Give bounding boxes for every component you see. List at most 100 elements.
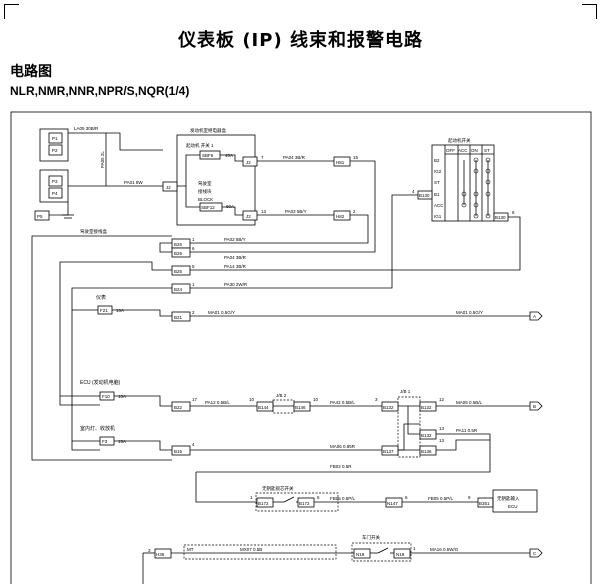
- switch-header-acc: ACC: [458, 148, 468, 153]
- fuse-sbf12-label: SBF12: [201, 205, 215, 210]
- keyless-input-sub: ECU: [508, 504, 518, 509]
- fuse-sbf6-label: SBF6: [202, 153, 214, 158]
- fuse-block-outline: [31, 235, 172, 461]
- meter-label: 仪表: [96, 294, 106, 301]
- pin-5a: 5: [192, 264, 195, 269]
- pin-6a: 6: [512, 210, 515, 215]
- switch-row-acc: ACC: [434, 203, 444, 208]
- section-heading: 电路图: [10, 64, 52, 80]
- wire-fb02-label: FB02 0.5R: [330, 464, 352, 469]
- pin-13a: 13: [439, 426, 445, 431]
- wire-ma01-left-label: MA01 0.5G/Y: [208, 310, 235, 315]
- wire-pa11-label: PA11 0.5R: [456, 428, 478, 433]
- connector-b15-label: B15: [174, 449, 183, 454]
- door-switch-label: 车门开关: [362, 534, 380, 541]
- pin-10a: 10: [249, 397, 255, 402]
- connector-h36-label: H36: [156, 552, 165, 557]
- pin-17: 17: [192, 397, 198, 402]
- fuse-f21-label: F21: [100, 308, 108, 313]
- pin-4b: 4: [192, 442, 195, 447]
- wire-h81-out: [190, 160, 376, 253]
- pin-15: 15: [353, 155, 359, 160]
- wire-pa04-top-label: PA04 3B/R: [283, 155, 306, 160]
- connector-b130-a-label: B130: [419, 193, 430, 198]
- connector-n147-label: N147: [387, 501, 398, 506]
- mt-label: MT: [187, 547, 194, 552]
- connector-b132-a-label: B132: [383, 405, 394, 410]
- starter-relay-label: 起动机 开关 1: [186, 142, 214, 149]
- connector-b132-b: [419, 401, 437, 412]
- wire-mx07-label: MX07 0.5B: [240, 547, 262, 552]
- connector-b130-b-label: B130: [495, 215, 506, 220]
- wire-ma06-label: MA06 0.85R: [330, 444, 356, 449]
- connector-b146: [293, 401, 311, 412]
- connector-b351-label: B351: [479, 501, 490, 506]
- pin-3a: 3: [375, 397, 378, 402]
- connector-b172-a: [256, 497, 274, 508]
- jb2-label: J/B 2: [276, 393, 287, 398]
- switch-header-off: OFF: [446, 148, 455, 153]
- wire-la05-label: LA05 30B/R: [74, 126, 99, 131]
- connector-b132-c-label: B132: [421, 433, 432, 438]
- connector-b26-label: B26: [174, 242, 183, 247]
- connector-n19-a-label: N19: [356, 552, 365, 557]
- corner-mark-top-left: [4, 4, 19, 19]
- pin-6c: 6: [405, 495, 408, 500]
- connector-b132-c: [419, 429, 437, 440]
- corner-mark-top-right: [582, 4, 597, 19]
- connector-p5: [34, 210, 50, 221]
- connector-b15: [171, 445, 191, 456]
- connector-b25-a: [171, 247, 191, 258]
- fuse-box-label-1: 驾驶室: [198, 180, 212, 187]
- battery-block-top: [39, 128, 69, 162]
- pin-1b: 1: [192, 282, 195, 287]
- model-list: NLR,NMR,NNR,NPR/S,NQR(1/4): [10, 84, 190, 98]
- pin-1a: 1: [192, 237, 195, 242]
- switch-row-ig2: IG2: [434, 169, 442, 174]
- connector-h36: [154, 548, 172, 559]
- connector-p2: [48, 144, 63, 156]
- switch-row-b2: B2: [434, 158, 440, 163]
- connector-b172-b: [297, 497, 315, 508]
- wire-ma16-label: MA16 0.5W/G: [430, 547, 459, 552]
- wire-fb05-left-label: FB05 0.5P/L: [330, 496, 356, 501]
- pin-1d: 1: [413, 546, 416, 551]
- pin-5b: 5: [317, 495, 320, 500]
- connector-p4: [48, 187, 63, 199]
- pin-10b: 10: [313, 397, 319, 402]
- switch-row-ig1: IG1: [434, 214, 442, 219]
- pin-6b: 6: [192, 246, 195, 251]
- connector-p3-label: P3: [52, 179, 58, 184]
- fuse-sbf12-amp: 60A: [226, 204, 234, 209]
- connector-n147: [385, 497, 403, 508]
- connector-j2-c-label: J2: [246, 214, 251, 219]
- wire-pa14: [190, 216, 521, 271]
- wire-ma05-label: MA05 0.5B/L: [456, 400, 483, 405]
- connector-b146-label: B146: [295, 405, 306, 410]
- wire-pa05-label: PA05 2L: [100, 151, 105, 168]
- pin-3b: 3: [148, 548, 151, 553]
- fuse-box-label-2: 接线块: [198, 188, 212, 195]
- connector-h82: [333, 210, 351, 221]
- connector-j2-c: [242, 210, 258, 221]
- connector-h82-label: H82: [336, 214, 345, 219]
- wire-pa04-label: PA04 3B/R: [224, 255, 247, 260]
- keyless-input-label: 无钥匙输入: [497, 495, 520, 502]
- connector-b24-label: B24: [174, 287, 183, 292]
- connector-n19-b: [393, 548, 411, 559]
- diagram-frame: [10, 111, 592, 584]
- fuse-f3-label: F3: [102, 439, 108, 444]
- arrow-a-label: A: [533, 314, 536, 319]
- fuse-f10-label: F10: [102, 394, 110, 399]
- connector-b24: [171, 283, 191, 294]
- connector-b22-label: B22: [174, 405, 183, 410]
- arrow-b: [529, 401, 543, 411]
- wire-pa42-label: PA42 0.5B/L: [330, 400, 355, 405]
- fuse-f10-amp: 10A: [118, 394, 126, 399]
- wire-pa02-label: PA02 5B/Y: [224, 237, 246, 242]
- connector-b25-b-label: B25: [174, 269, 183, 274]
- mt-box: [183, 544, 337, 560]
- keyless-input-ecu: [492, 489, 538, 513]
- connector-j2-b-label: J2: [246, 160, 251, 165]
- connector-p2-label: P2: [52, 148, 58, 153]
